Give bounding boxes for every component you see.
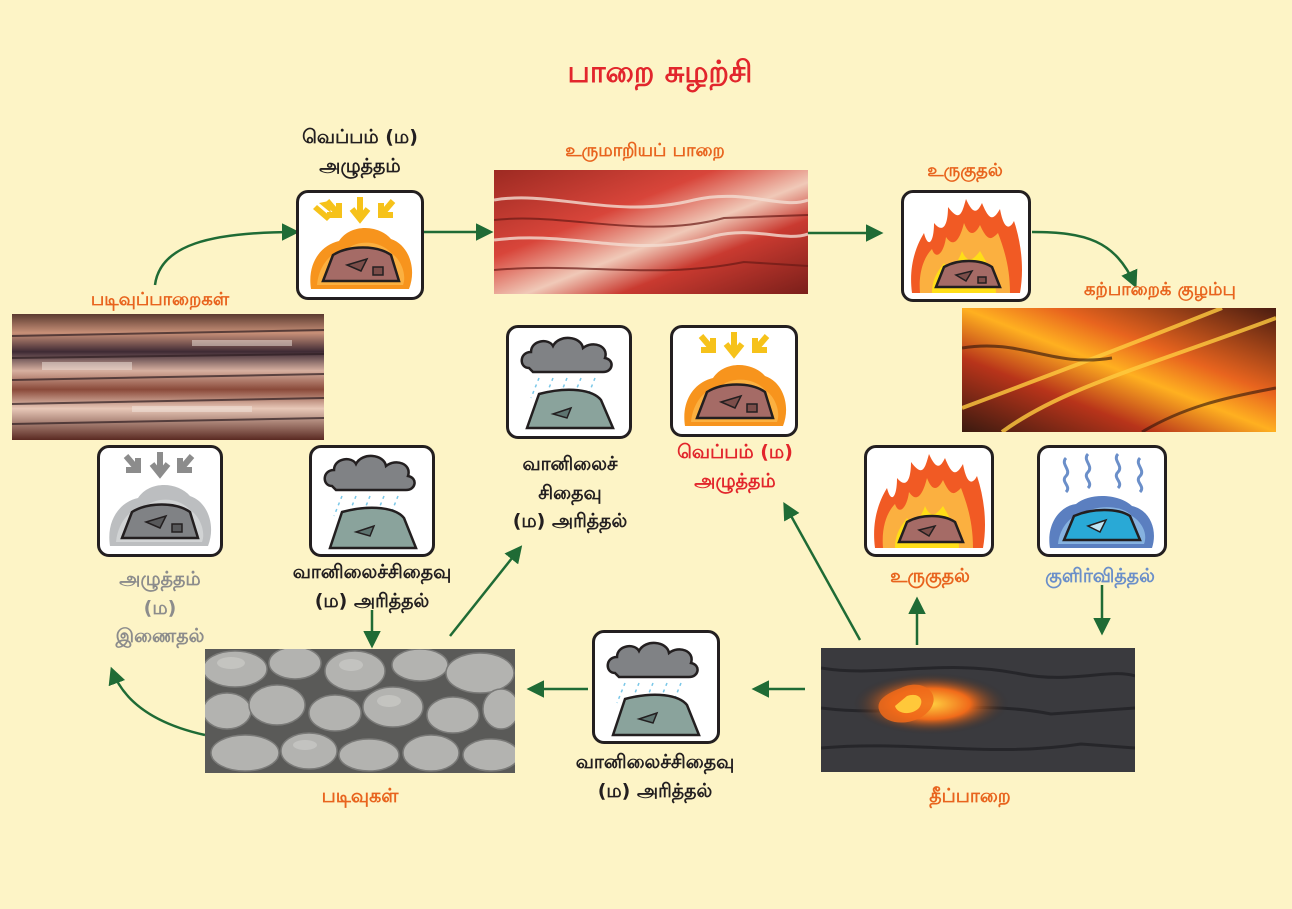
heat-pressure-icon-center xyxy=(670,325,798,437)
weathering-bottom-line1: வானிலைச்சிதைவு xyxy=(525,748,785,777)
weathering-label-bottom: வானிலைச்சிதைவு (ம) அரித்தல் xyxy=(525,748,785,805)
metamorphic-rock-photo xyxy=(494,170,808,294)
compaction-line1: அழுத்தம் xyxy=(75,565,245,594)
weathering-left-line2: (ம) அரித்தல் xyxy=(242,587,502,616)
rain-cloud-icon xyxy=(506,325,632,439)
cooling-label: குளிர்வித்தல் xyxy=(1015,562,1185,591)
arrow-sedimentary-to-heat xyxy=(155,232,296,285)
weathering-label-left: வானிலைச்சிதைவு (ம) அரித்தல் xyxy=(242,558,502,615)
sediments-label: படிவுகள் xyxy=(270,782,450,811)
sedimentary-rocks-photo xyxy=(12,314,324,440)
sedimentary-rocks-label: படிவுப்பாறைகள் xyxy=(50,286,270,313)
heat-pressure-label-top-line1: வெப்பம் (ம) xyxy=(260,123,460,152)
compaction-label: அழுத்தம் (ம) இணைதல் xyxy=(75,565,245,651)
compaction-line3: இணைதல் xyxy=(75,622,245,651)
melting-label-top: உருகுதல் xyxy=(880,157,1050,184)
sediments-photo xyxy=(205,649,515,773)
weathering-center-line3: (ம) அரித்தல் xyxy=(475,507,665,536)
magma-photo xyxy=(962,308,1276,432)
heat-pressure-center-line2: அழுத்தம் xyxy=(630,467,840,496)
weathering-bottom-line2: (ம) அரித்தல் xyxy=(525,777,785,806)
fire-icon xyxy=(901,190,1031,302)
melting-label-right: உருகுதல் xyxy=(845,562,1015,591)
rain-cloud-icon-left xyxy=(309,445,435,557)
metamorphic-rock-label: உருமாறியப் பாறை xyxy=(490,137,800,164)
heat-pressure-label-top-line2: அழுத்தம் xyxy=(260,152,460,181)
igneous-rock-photo xyxy=(821,648,1135,772)
heat-pressure-icon xyxy=(296,190,424,300)
cooling-icon xyxy=(1037,445,1167,557)
compaction-icon xyxy=(97,445,223,557)
magma-label: கற்பாறைக் குழம்பு xyxy=(1040,276,1280,303)
compaction-line2: (ம) xyxy=(75,594,245,623)
heat-pressure-label-center: வெப்பம் (ம) அழுத்தம் xyxy=(630,438,840,495)
igneous-rock-label: தீப்பாறை xyxy=(870,782,1070,811)
weathering-left-line1: வானிலைச்சிதைவு xyxy=(242,558,502,587)
rain-cloud-icon-bottom xyxy=(592,630,720,744)
fire-icon-right xyxy=(864,445,994,557)
heat-pressure-label-top: வெப்பம் (ம) அழுத்தம் xyxy=(260,123,460,180)
heat-pressure-center-line1: வெப்பம் (ம) xyxy=(630,438,840,467)
arrow-sediments-to-compaction xyxy=(112,670,205,735)
